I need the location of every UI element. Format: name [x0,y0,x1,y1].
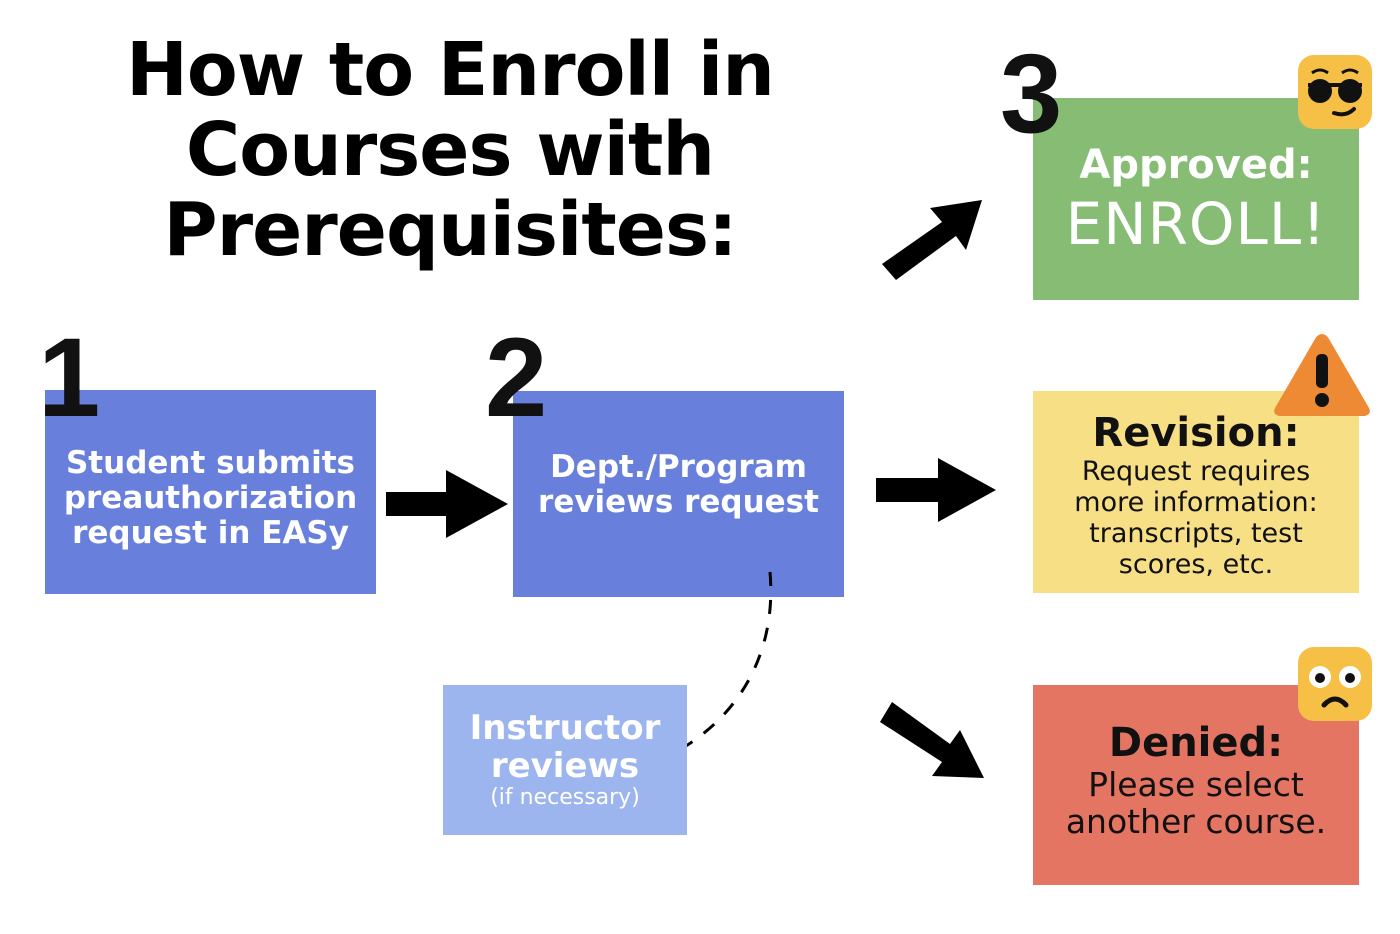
warning-icon [1274,334,1370,416]
denied-body: Please select another course. [1066,766,1326,840]
title-line-3: Prerequisites: [163,187,737,273]
approved-box: Approved: ENROLL! [1033,98,1359,300]
step-1-line: preauthorization [63,479,358,516]
title-line-2: Courses with [185,107,715,193]
instructor-box: Instructor reviews (if necessary) [443,685,687,835]
instructor-heading-1: Instructor [469,708,661,748]
step-1-line: request in EASy [72,514,349,551]
revision-body: Request requires more information: trans… [1074,456,1317,580]
revision-line: more information: [1074,487,1318,518]
step-2-line: Dept./Program [550,449,807,485]
revision-line: transcripts, test [1089,518,1303,549]
revision-line: scores, etc. [1118,549,1274,580]
denied-heading: Denied: [1108,720,1284,766]
denied-box: Denied: Please select another course. [1033,685,1359,885]
revision-heading: Revision: [1092,410,1300,456]
denied-line: Please select [1088,765,1304,804]
cool-face-icon [1298,55,1372,129]
step-2-line: reviews request [538,484,819,520]
approved-heading: Approved: [1079,142,1313,188]
arrow-right-icon [876,458,996,522]
title-line-1: How to Enroll in [126,27,775,113]
approved-body: ENROLL! [1065,190,1327,258]
step-3-number: 3 [1000,31,1063,156]
step-1-text: Student submits preauthorization request… [63,444,358,551]
step-2-text: Dept./Program reviews request [538,450,819,520]
step-1-number: 1 [38,315,101,440]
arrow-down-right-icon [880,702,984,778]
step-2-number: 2 [485,315,548,440]
step-1-box: Student submits preauthorization request… [45,390,376,594]
arrow-right-icon [386,470,508,538]
arrow-up-right-icon [882,200,982,280]
worried-face-icon [1298,647,1372,721]
instructor-heading-2: reviews [490,746,640,786]
denied-line: another course. [1065,802,1327,841]
revision-line: Request requires [1081,456,1311,487]
revision-box: Revision: Request requires more informat… [1033,391,1359,593]
page-title: How to Enroll in Courses with Prerequisi… [60,30,840,270]
instructor-note: (if necessary) [490,785,640,810]
step-2-box: Dept./Program reviews request [513,391,844,597]
step-1-line: Student submits [65,444,356,481]
